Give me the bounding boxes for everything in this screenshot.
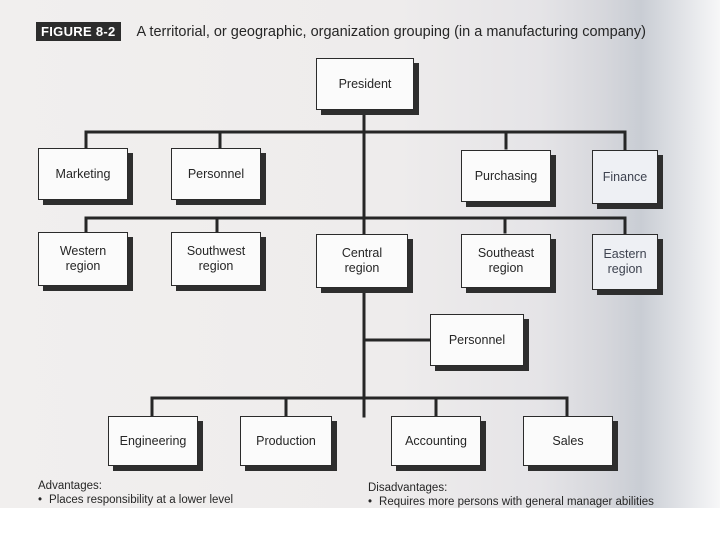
purchasing-box: Purchasing bbox=[461, 150, 551, 202]
bullet-icon: • bbox=[38, 494, 43, 506]
southwest-region-box: Southwest region bbox=[171, 232, 261, 286]
president-box: President bbox=[316, 58, 414, 110]
disadvantages-heading: Disadvantages: bbox=[368, 482, 448, 494]
central-personnel-box: Personnel bbox=[430, 314, 524, 366]
finance-box: Finance bbox=[592, 150, 658, 204]
sales-box: Sales bbox=[523, 416, 613, 466]
figure-header: FIGURE 8-2 A territorial, or geographic,… bbox=[36, 22, 646, 41]
disadvantages-item-text: Requires more persons with general manag… bbox=[379, 496, 654, 508]
production-box: Production bbox=[240, 416, 332, 466]
bullet-icon: • bbox=[368, 496, 373, 508]
book-page: FIGURE 8-2 A territorial, or geographic,… bbox=[0, 0, 720, 508]
figure-title: A territorial, or geographic, organizati… bbox=[136, 23, 646, 40]
southeast-region-box: Southeast region bbox=[461, 234, 551, 288]
advantages-section: Advantages: • Places responsibility at a … bbox=[38, 479, 233, 507]
disadvantages-item: • Requires more persons with general mana… bbox=[368, 495, 654, 508]
western-region-box: Western region bbox=[38, 232, 128, 286]
disadvantages-section: Disadvantages: • Requires more persons wi… bbox=[368, 481, 654, 508]
figure-label: FIGURE 8-2 bbox=[36, 22, 121, 41]
personnel-box: Personnel bbox=[171, 148, 261, 200]
advantages-item-text: Places responsibility at a lower level bbox=[49, 494, 234, 506]
engineering-box: Engineering bbox=[108, 416, 198, 466]
accounting-box: Accounting bbox=[391, 416, 481, 466]
marketing-box: Marketing bbox=[38, 148, 128, 200]
eastern-region-box: Eastern region bbox=[592, 234, 658, 290]
central-region-box: Central region bbox=[316, 234, 408, 288]
advantages-item: • Places responsibility at a lower level bbox=[38, 493, 233, 507]
advantages-heading: Advantages: bbox=[38, 480, 102, 492]
